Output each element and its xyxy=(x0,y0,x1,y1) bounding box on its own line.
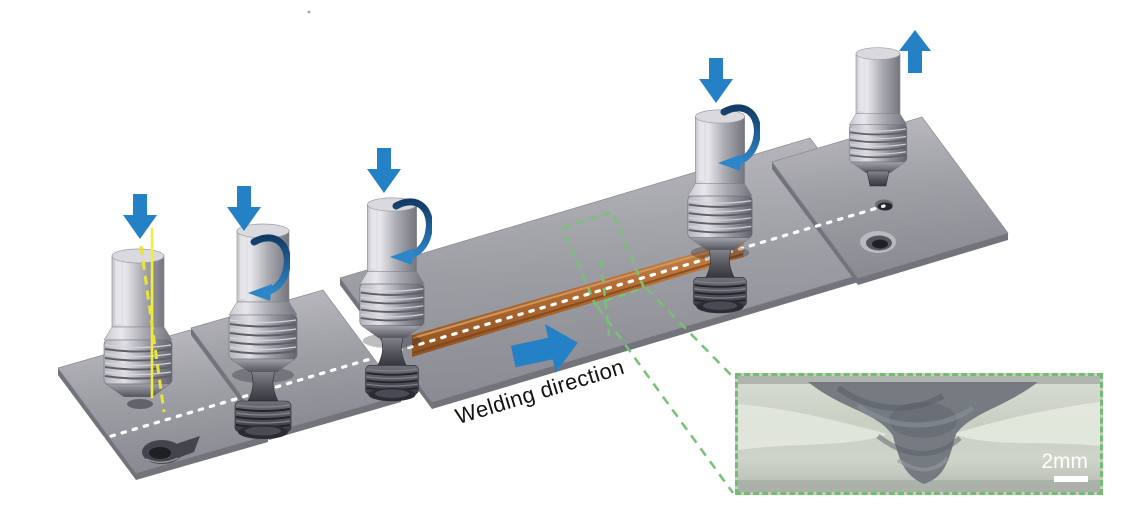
tool-5-pin-stub xyxy=(866,170,890,187)
tool-4 xyxy=(686,108,754,250)
section-box xyxy=(561,210,646,306)
plunge-arrow-icon-3 xyxy=(367,148,401,193)
scale-bar-label: 2mm xyxy=(1041,450,1088,473)
tool-2-lower-shoulder xyxy=(231,368,295,440)
top-surface-line xyxy=(738,376,1100,384)
speck xyxy=(307,10,311,14)
macrograph xyxy=(738,376,1100,492)
plunge-dimple xyxy=(127,399,153,409)
seam-line xyxy=(76,204,886,448)
scale-bar-group: 2mm xyxy=(1041,451,1088,482)
leader-line-2 xyxy=(595,305,735,494)
exit-crater xyxy=(860,231,896,253)
tool-axis-dashed-line xyxy=(139,245,166,413)
nugget-core xyxy=(889,402,957,438)
section-box-edge xyxy=(599,259,611,337)
tool-3 xyxy=(358,196,426,338)
travel-arrow-icon xyxy=(510,324,578,374)
plunge-arrow-icon-4 xyxy=(699,58,733,103)
section-callout xyxy=(561,210,735,494)
flow-arm-left xyxy=(738,404,888,450)
weld-nugget xyxy=(808,382,1038,484)
scale-bar xyxy=(1054,476,1088,482)
plate-4 xyxy=(771,116,1009,285)
keyhole xyxy=(142,436,200,464)
flow-arm-right xyxy=(953,402,1100,446)
tool-1 xyxy=(103,248,173,397)
tool-3-lower-shoulder xyxy=(361,334,423,403)
tool-5 xyxy=(848,46,908,173)
leader-line-1 xyxy=(645,287,734,378)
bottom-surface-line xyxy=(738,480,1100,492)
weld-cross-section-inset: 2mm xyxy=(735,373,1103,495)
tool-4-lower-shoulder xyxy=(689,246,751,315)
retract-arrow-icon xyxy=(899,30,931,73)
